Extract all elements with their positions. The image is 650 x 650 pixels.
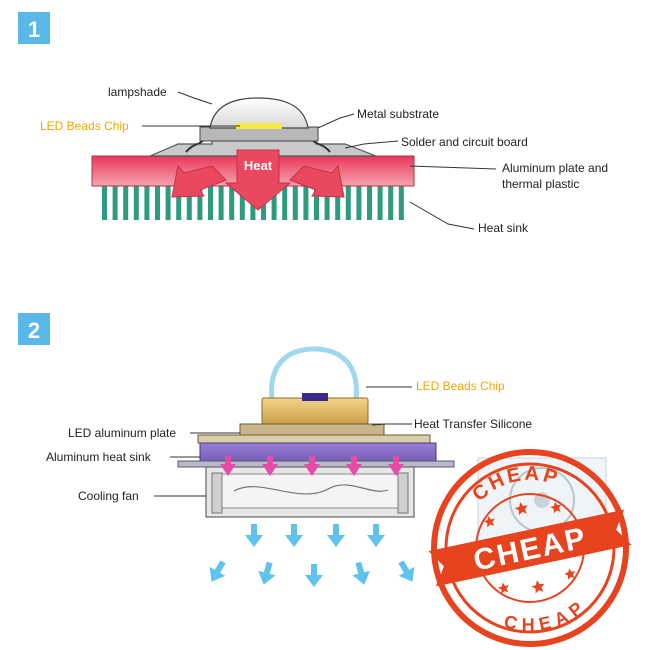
heat-arrow-shaft [225,456,231,466]
heat-sink-fin [335,186,341,220]
stamp-star [550,501,562,514]
step2-airflow-arrows [209,524,415,587]
step1-label-heat-sink: Heat sink [478,221,529,235]
step1-label-led-chip: LED Beads Chip [40,119,129,133]
step1-lampshade [209,97,309,129]
heat-sink-fin [218,186,224,220]
step2-heat-arrows [220,456,404,476]
heat-sink-fin [208,186,213,220]
heat-sink-fin [324,186,330,220]
step2-cooling-fan [205,466,415,518]
heat-sink-fin [239,186,245,220]
airflow-arrow [209,560,226,582]
airflow-arrow [398,560,415,582]
step2-label-aluminum-plate: LED aluminum plate [68,426,176,440]
step1-heat-sink-fins [102,186,404,220]
stamp-stars [483,501,576,594]
step2-leader-lines [154,386,412,497]
stamp-star [564,568,576,580]
step2-chip-die [302,393,328,401]
heat-sink-fin [197,186,203,220]
step2-led-dome [269,346,359,401]
step2-heat-transfer-silicone [239,423,385,436]
stamp-banner [428,509,632,587]
heat-sink-fin [112,186,118,220]
heat-sink-fin [292,186,298,220]
step1-label-metal-substrate: Metal substrate [357,107,439,121]
step2-label-heat-transfer: Heat Transfer Silicone [414,417,532,431]
step1-label-lampshade: lampshade [108,85,167,99]
step2-label-heat-sink: Aluminum heat sink [46,450,152,464]
heat-arrow-shaft [351,456,357,466]
step1-heat-arrow-right [289,164,345,198]
heat-sink-fin [123,186,129,220]
airflow-arrow [367,524,385,547]
step2-aluminum-plate [197,434,431,444]
step1-led-chip [236,123,282,129]
heat-sink-fin [165,186,171,220]
heat-sink-fin [229,186,235,220]
stamp-star [497,582,509,594]
heat-sink-fin [133,186,139,220]
step1-heat-arrow-center [224,149,292,211]
step1-badge: 1 [18,12,50,44]
heat-arrow-head [388,464,404,476]
heat-sink-fin [144,186,150,220]
step1-metal-substrate [199,126,319,142]
stamp-bottom-text: CHEAP [498,594,591,642]
heat-sink-fin [314,186,319,220]
airflow-arrow [327,524,345,547]
step2-badge: 2 [18,313,50,345]
heat-sink-fin [356,186,362,220]
airflow-arrow [258,561,276,585]
stamp-outer-ring [431,449,629,647]
heat-sink-fin [345,186,351,220]
step1-heat-label: Heat [244,158,273,173]
step1-heat-arrows: Heat [171,149,345,211]
airflow-arrow [305,564,323,587]
heat-sink-fin [102,186,107,220]
heat-arrow-shaft [309,456,315,466]
stamp-star [531,580,545,594]
heat-sink-fin [155,186,160,220]
stamp-star [514,502,528,516]
heat-sink-fin [367,186,372,220]
heat-arrow-shaft [267,456,273,466]
step2-number: 2 [28,318,40,343]
step2-led-chip [261,397,369,425]
step1-leader-lines [142,91,497,230]
heat-arrow-head [220,464,236,476]
step1-label-aluminum-plate-1: Aluminum plate and [502,161,608,175]
heat-arrow-head [346,464,362,476]
step1-label-aluminum-plate-2: thermal plastic [502,177,579,191]
step2-label-cooling-fan: Cooling fan [78,489,139,503]
airflow-arrow [285,524,303,547]
step1-label-solder: Solder and circuit board [401,135,528,149]
airflow-arrow [352,561,370,585]
heat-arrow-shaft [393,456,399,466]
heat-sink-fin [176,186,182,220]
heat-sink-fin [303,186,309,220]
heat-arrow-head [262,464,278,476]
heat-sink-fin [271,186,277,220]
heat-sink-fin [388,186,394,220]
step1-number: 1 [28,17,40,42]
airflow-arrow [245,524,263,547]
heat-arrow-head [304,464,320,476]
step1-heat-arrow-left [171,164,227,198]
heat-sink-fin [377,186,383,220]
step2-label-led-chip: LED Beads Chip [416,379,505,393]
heat-sink-fin [186,186,192,220]
heat-sink-fin [282,186,288,220]
heat-sink-fin [398,186,404,220]
stamp-star [483,515,495,528]
